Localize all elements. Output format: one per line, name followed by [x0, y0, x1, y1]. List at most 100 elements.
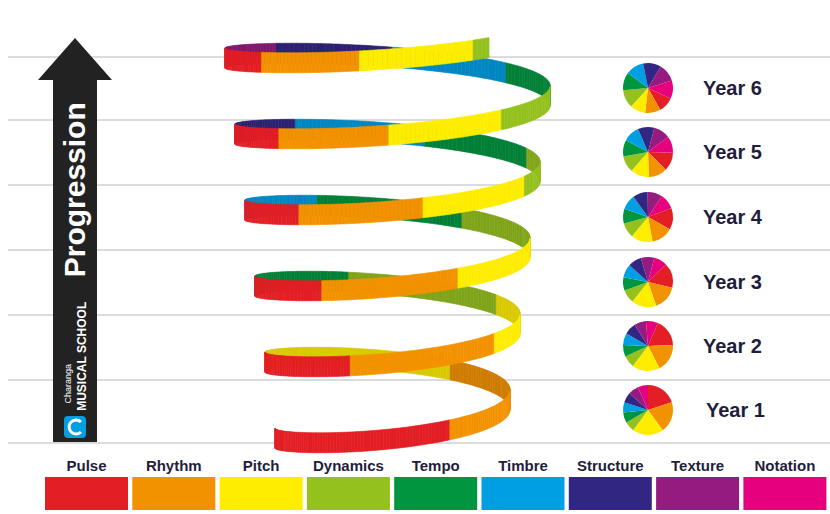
ribbon-slice: [328, 52, 332, 72]
ribbon-slice: [245, 200, 246, 220]
legend-swatch: [132, 477, 215, 510]
ribbon-slice: [354, 127, 358, 147]
ribbon-slice: [525, 245, 527, 266]
ribbon-slice: [481, 38, 485, 59]
ribbon-slice: [400, 428, 403, 448]
ribbon-slice: [255, 128, 257, 148]
ribbon-slice: [452, 42, 456, 63]
ribbon-slice: [443, 44, 447, 65]
ribbon-slice: [227, 49, 229, 69]
ribbon-slice: [308, 433, 310, 453]
ribbon-slice: [414, 274, 418, 294]
ribbon-slice: [485, 136, 488, 157]
year-label: Year 3: [703, 272, 762, 293]
ribbon-slice: [506, 396, 508, 417]
ribbon-slice: [507, 396, 509, 417]
ribbon-slice: [367, 126, 371, 146]
ribbon-slice: [318, 281, 321, 301]
ribbon-slice: [524, 103, 526, 124]
ribbon-slice: [497, 216, 499, 237]
ribbon-slice: [275, 428, 276, 448]
ribbon-slice: [403, 275, 407, 295]
ribbon-slice: [275, 429, 276, 449]
ribbon-slice: [466, 341, 469, 362]
ribbon-slice: [476, 366, 478, 387]
ribbon-slice: [361, 279, 365, 299]
ribbon-slice: [403, 200, 407, 220]
ribbon-slice: [235, 124, 236, 144]
ribbon-slice: [505, 397, 507, 418]
ribbon-slice: [489, 214, 492, 235]
ribbon-slice: [265, 353, 266, 373]
ribbon-slice: [269, 204, 271, 224]
ribbon-slice: [336, 432, 339, 452]
ribbon-slice: [279, 129, 282, 149]
ribbon-slice: [354, 432, 357, 452]
ribbon-slice: [479, 188, 482, 209]
ribbon-slice: [495, 60, 498, 81]
ribbon-slice: [370, 202, 374, 222]
ribbon-slice: [297, 357, 299, 377]
ribbon-slice: [335, 280, 339, 300]
ribbon-slice: [537, 167, 539, 188]
ribbon-slice: [418, 274, 422, 294]
ribbon-slice: [322, 433, 325, 453]
ribbon-slice: [364, 50, 369, 70]
ribbon-slice: [514, 179, 516, 200]
ribbon-slice: [342, 204, 346, 224]
ribbon-slice: [315, 281, 318, 301]
ribbon-slice: [504, 398, 506, 419]
ribbon-slice: [380, 430, 383, 450]
legend-label: Notation: [754, 458, 815, 474]
ribbon-slice: [491, 111, 494, 132]
ribbon-slice: [256, 277, 258, 297]
ribbon-slice: [361, 431, 364, 451]
ribbon-slice: [410, 350, 414, 370]
ribbon-slice: [432, 423, 435, 444]
pie-slice: [648, 258, 666, 282]
ribbon-slice: [464, 416, 467, 437]
ribbon-slice: [275, 428, 276, 448]
ribbon-slice: [461, 117, 465, 138]
ribbon-slice: [509, 220, 511, 241]
ribbon-slice: [519, 314, 520, 335]
year-pie: [623, 127, 673, 177]
ribbon-slice: [353, 279, 357, 299]
ribbon-slice: [357, 203, 361, 223]
ribbon-slice: [365, 202, 369, 222]
legend-label: Pulse: [66, 458, 106, 474]
ribbon-slice: [258, 278, 260, 298]
ribbon-slice: [471, 265, 474, 286]
ribbon-slice: [443, 195, 447, 216]
ribbon-slice: [494, 294, 496, 315]
ribbon-slice: [225, 48, 226, 68]
ribbon-slice: [328, 280, 331, 300]
ribbon-slice: [549, 87, 550, 108]
logo-icon: [64, 416, 86, 438]
ribbon-slice: [516, 105, 519, 126]
ribbon-slice: [438, 422, 441, 443]
ribbon-slice: [268, 354, 270, 374]
ribbon-slice: [372, 278, 376, 298]
ribbon-slice: [271, 204, 273, 224]
ribbon-slice: [438, 44, 443, 65]
ribbon-slice: [350, 51, 355, 71]
ribbon-slice: [419, 425, 422, 445]
ribbon-slice: [419, 198, 423, 218]
ribbon-slice: [350, 127, 354, 147]
ribbon-slice: [277, 53, 280, 73]
ribbon-slice: [348, 432, 351, 452]
ribbon-slice: [328, 357, 331, 377]
ribbon-slice: [506, 141, 509, 162]
ribbon-slice: [471, 210, 474, 231]
ribbon-slice: [429, 45, 434, 65]
ribbon-slice: [435, 422, 438, 443]
ribbon-slice: [287, 280, 289, 300]
ribbon-slice: [265, 353, 266, 373]
ribbon-slice: [453, 419, 456, 440]
year-pie: [623, 385, 673, 435]
logo-text: Charanga: [64, 364, 73, 404]
legend-label: Dynamics: [313, 458, 384, 474]
ribbon-slice: [547, 91, 549, 112]
ribbon-slice: [518, 145, 520, 166]
